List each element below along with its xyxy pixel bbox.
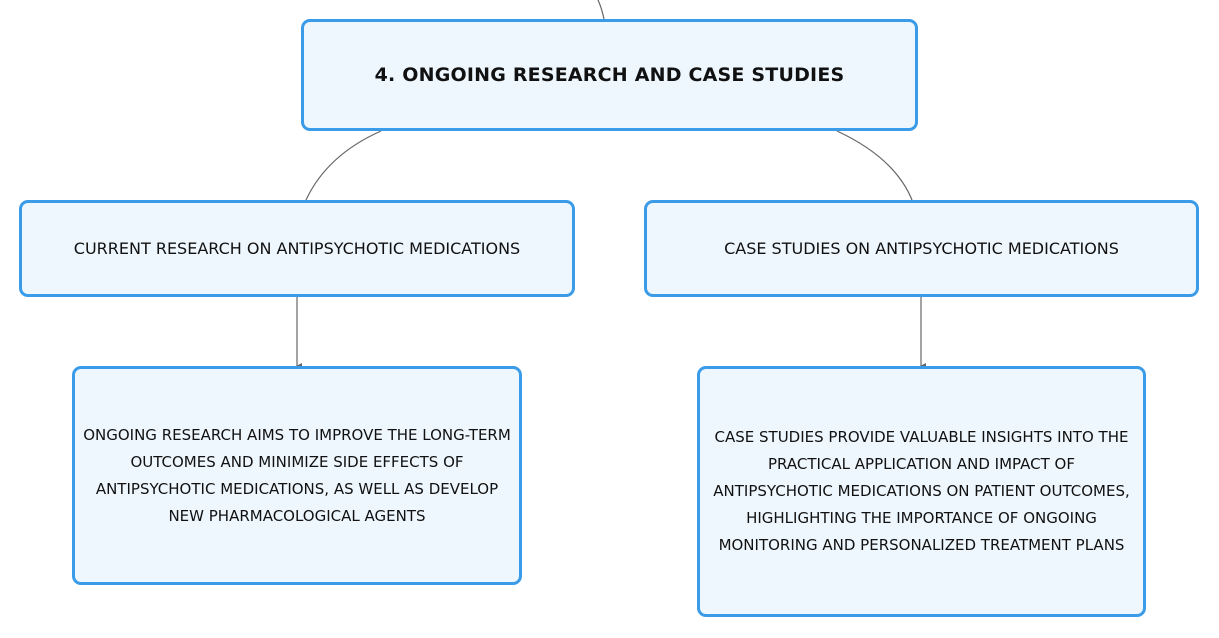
node-case-studies-label: CASE STUDIES ON ANTIPSYCHOTIC MEDICATION… — [724, 239, 1119, 258]
connector-root-to-case-studies — [836, 130, 913, 201]
node-root[interactable]: 4. ONGOING RESEARCH AND CASE STUDIES — [301, 19, 918, 131]
node-case-studies[interactable]: CASE STUDIES ON ANTIPSYCHOTIC MEDICATION… — [644, 200, 1199, 297]
node-current-research-detail[interactable]: ONGOING RESEARCH AIMS TO IMPROVE THE LON… — [72, 366, 522, 585]
node-current-research-label: CURRENT RESEARCH ON ANTIPSYCHOTIC MEDICA… — [73, 239, 521, 258]
node-root-label: 4. ONGOING RESEARCH AND CASE STUDIES — [374, 64, 845, 86]
node-current-research-detail-text: ONGOING RESEARCH AIMS TO IMPROVE THE LON… — [83, 425, 511, 525]
node-case-studies-detail-text: CASE STUDIES PROVIDE VALUABLE INSIGHTS I… — [713, 428, 1130, 554]
node-case-studies-detail[interactable]: CASE STUDIES PROVIDE VALUABLE INSIGHTS I… — [697, 366, 1146, 617]
connector-parent-to-root — [597, 0, 605, 20]
connector-root-to-current-research — [305, 130, 382, 201]
node-current-research[interactable]: CURRENT RESEARCH ON ANTIPSYCHOTIC MEDICA… — [19, 200, 575, 297]
